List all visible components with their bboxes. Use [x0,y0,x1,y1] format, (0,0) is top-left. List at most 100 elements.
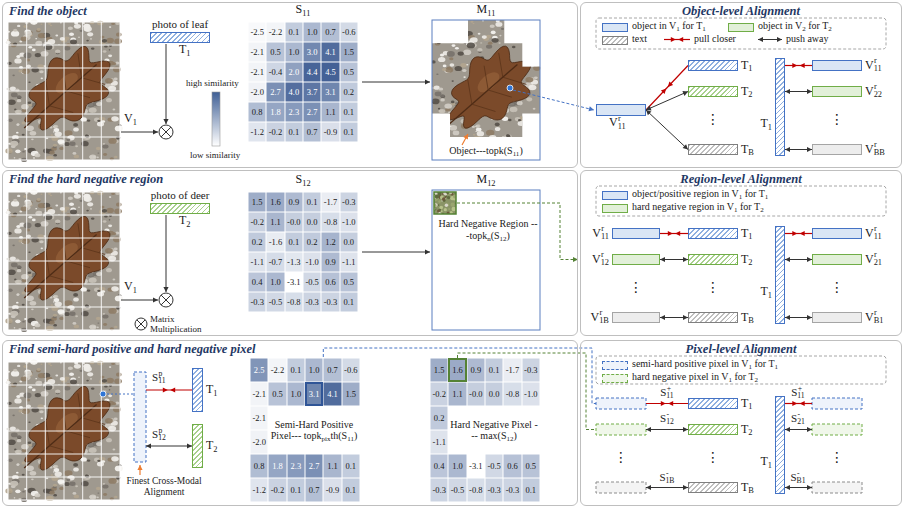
snow-speck [51,134,54,136]
flow-arrow [166,215,167,292]
snow-speck [445,121,449,124]
arrow-head [792,231,797,236]
snow-speck [460,26,464,29]
snow-speck [37,28,41,31]
snow-speck [53,471,55,472]
snow-speck [49,321,55,325]
snow-speck [84,196,92,202]
matrix-cell: 0.0 [485,382,503,406]
snow-speck [533,108,536,110]
snow-speck [448,28,454,32]
snow-speck [441,123,444,125]
snow-speck [17,365,20,367]
leaf [25,46,110,130]
flow-arrow [362,82,430,83]
snow-speck [68,26,73,30]
leaf-vein [499,53,503,77]
arrow-head [785,315,790,320]
snow-speck [67,135,74,140]
snow-speck [5,148,12,153]
snow-speck [94,118,100,122]
snow-speck [463,76,465,78]
snow-speck [22,134,25,136]
feature-label: T1 [206,383,218,397]
snow-speck [67,305,74,310]
snow-speck [11,93,18,98]
leaf [25,386,110,470]
text-feature-box: T1 [688,398,738,409]
snow-speck [39,70,43,73]
photo-background [8,192,120,330]
leaf-highlight [52,69,81,97]
snow-speck [19,210,22,212]
subscript: 11 [513,150,520,158]
matrix-cell: 1.6 [448,358,466,382]
text-feature-box: photo of leafT1 [150,32,210,43]
snow-speck [97,120,100,122]
snow-speck [447,23,451,26]
matrix-cell: 0.1 [340,102,358,122]
matrix-cell: 1.0 [303,22,321,42]
snow-speck [28,444,32,447]
snow-speck [435,29,443,35]
feature-label: T1 [761,285,773,299]
subscript: 1 [186,49,190,58]
snow-speck [28,104,32,107]
snow-speck [452,29,456,32]
snow-speck [89,324,96,329]
matrix-cell: -1.2 [248,122,266,142]
snow-speck [21,104,29,109]
snow-speck [41,221,49,227]
snow-speck [5,488,12,493]
subscript: 11r [874,64,882,73]
snow-speck [33,327,35,329]
snow-speck [31,138,34,140]
snow-speck [429,148,436,153]
snow-speck [53,154,57,157]
arrow-head [646,106,652,111]
push-away-connector [660,315,688,320]
snow-speck [86,210,89,212]
superscript: - [666,470,669,478]
snow-speck [456,21,458,23]
snow-speck [470,37,478,42]
matrix-cell: 2.5 [250,358,268,382]
snow-speck [449,57,453,60]
matrix-cell: 0.1 [287,358,305,382]
snow-speck [522,37,527,41]
snow-speck [106,208,114,213]
matrix-label: S12 [296,173,311,187]
snow-speck [13,199,17,202]
matrix-cell: -2.2 [268,358,286,382]
feature-label: T2 [741,85,753,99]
snow-speck [84,366,92,372]
snow-speck [75,145,78,147]
snow-speck [17,96,22,99]
snow-speck [69,372,74,376]
subscript: 11p [158,376,165,385]
photo-background [432,20,540,160]
matrix-cell: -2.1 [250,382,268,406]
snow-speck [515,117,521,121]
subscript: B [748,486,754,495]
leaf-vein [78,223,82,247]
leaf-vein [49,276,73,283]
snow-speck [505,22,512,27]
subscript: 1 [748,232,752,241]
snow-speck [55,132,62,137]
snow-speck [18,239,22,242]
symbol-note: Matrix Multiplication [150,314,214,335]
snow-speck [12,75,14,77]
subscript: 1 [728,376,732,384]
snow-speck [113,109,116,111]
leaf-vein [66,431,90,438]
legend-text: object in V2 for T2 [758,20,832,32]
snow-speck [24,393,32,399]
snow-speck [16,124,19,126]
feature-label: VBBr [865,143,885,157]
snow-speck [104,215,107,217]
snow-speck [54,298,60,302]
snow-speck [41,364,43,365]
image-feature-box: V1Br [612,312,660,323]
snow-speck [111,116,118,121]
